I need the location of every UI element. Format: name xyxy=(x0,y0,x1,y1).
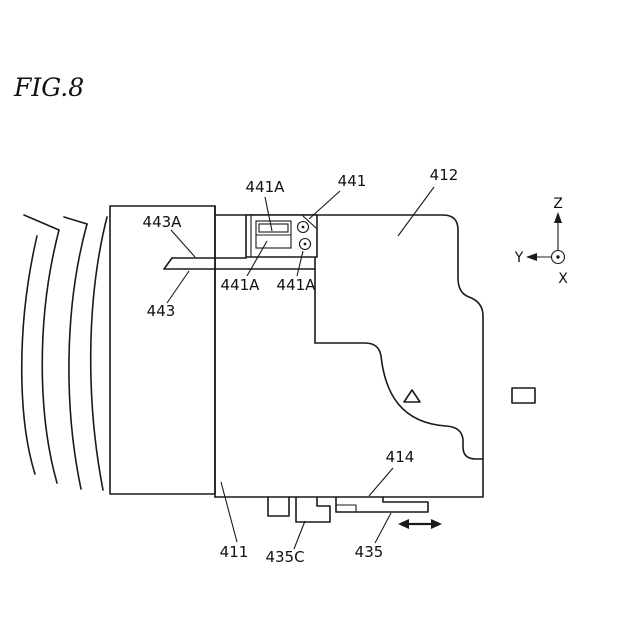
coordinate-axes: Z Y X xyxy=(514,196,568,287)
shelf-plate xyxy=(163,257,316,270)
lens-arc-3 xyxy=(41,229,60,484)
triangle-marker xyxy=(403,389,421,403)
leader-441 xyxy=(308,190,341,220)
screw-top-dot xyxy=(301,225,305,229)
axis-label-z: Z xyxy=(553,196,563,212)
label-414: 414 xyxy=(386,448,415,466)
shelf-left-tip xyxy=(163,257,173,270)
square-marker xyxy=(511,387,536,404)
lens-arcs xyxy=(20,214,108,491)
mount-inner-top-cell xyxy=(258,223,289,233)
bottom-parts xyxy=(267,496,442,529)
axis-label-x: X xyxy=(558,271,568,287)
label-443: 443 xyxy=(147,302,176,320)
lens-top-edge-1 xyxy=(23,214,60,231)
slide-arrow-right-head xyxy=(431,519,442,529)
leader-412 xyxy=(397,186,435,237)
label-411: 411 xyxy=(220,543,249,561)
mount-assembly xyxy=(245,214,318,258)
leader-443 xyxy=(166,270,190,304)
bottom-rail xyxy=(335,496,429,513)
label-435: 435 xyxy=(355,543,384,561)
leader-414 xyxy=(368,467,394,497)
label-441a-right: 441A xyxy=(277,276,317,294)
mount-chamfer xyxy=(302,215,317,229)
leader-441a-left xyxy=(246,240,268,277)
leader-443a xyxy=(170,229,196,258)
lens-top-edge-2 xyxy=(63,216,88,225)
label-443a: 443A xyxy=(143,213,183,231)
x-axis-dot xyxy=(556,255,560,259)
leader-lines xyxy=(166,186,435,550)
bottom-tab-2 xyxy=(295,496,331,523)
leader-411 xyxy=(220,481,238,543)
figure-title: FIG.8 xyxy=(13,73,84,102)
y-axis-arrowhead xyxy=(526,253,537,261)
leader-441a-right xyxy=(296,250,304,277)
label-412: 412 xyxy=(430,166,459,184)
axis-label-y: Y xyxy=(514,250,524,266)
bottom-tab-1 xyxy=(267,496,290,517)
label-435c: 435C xyxy=(265,548,304,566)
z-axis-arrowhead xyxy=(554,212,562,223)
camera-body-outline xyxy=(214,214,484,498)
leader-435c xyxy=(293,520,306,550)
label-441: 441 xyxy=(338,172,367,190)
lens-arc-2 xyxy=(68,223,88,490)
slide-arrow-left-head xyxy=(398,519,409,529)
label-441a-left: 441A xyxy=(221,276,261,294)
leader-435 xyxy=(374,512,392,544)
lens-mount-block xyxy=(109,205,216,495)
screw-bottom-dot xyxy=(303,242,307,246)
label-441a-top: 441A xyxy=(246,178,286,196)
bottom-rail-notch xyxy=(335,504,357,513)
body-step-line xyxy=(314,342,484,460)
lens-arc-1 xyxy=(89,216,108,491)
lens-arc-4 xyxy=(20,235,38,475)
leader-441a-top xyxy=(264,196,273,232)
slide-direction-arrow xyxy=(398,519,442,529)
reference-labels: 441A 441 412 443A 443 441A 441A 414 411 … xyxy=(143,166,459,566)
